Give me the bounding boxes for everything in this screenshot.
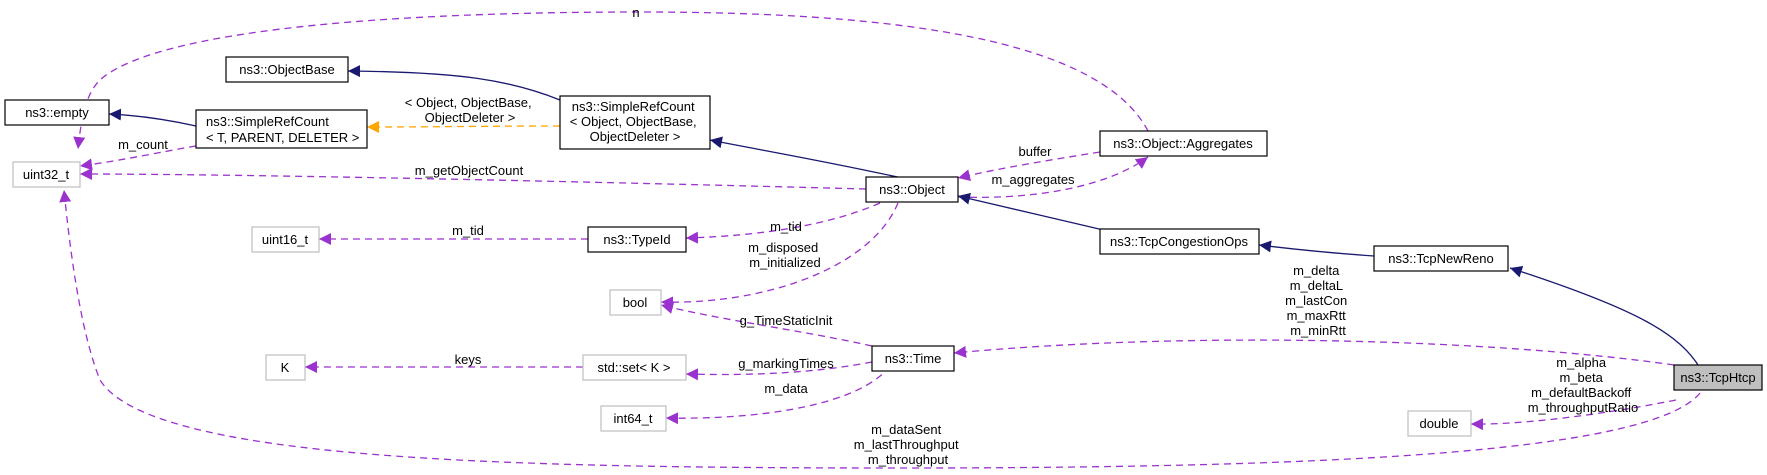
label-m_defaultBackoff: m_defaultBackoff xyxy=(1531,385,1632,400)
label-buffer: buffer xyxy=(1018,144,1052,159)
edge-m_getObjectCount xyxy=(79,168,867,190)
label-keys: keys xyxy=(455,352,482,367)
label-m_count: m_count xyxy=(118,137,168,152)
edge-m_aggregates xyxy=(957,156,1149,199)
label-m_initialized: m_initialized xyxy=(749,255,821,270)
edge-m_data xyxy=(665,365,891,425)
node-tcphtcp[interactable]: ns3::TcpHtcp xyxy=(1673,364,1763,391)
node-int64[interactable]: int64_t xyxy=(600,405,667,432)
edge-inherit-congops xyxy=(957,192,1113,233)
node-srct-line2: < T, PARENT, DELETER > xyxy=(206,130,359,145)
node-tcpcongestionops[interactable]: ns3::TcpCongestionOps xyxy=(1099,228,1260,255)
node-time-label: ns3::Time xyxy=(885,351,942,366)
edge-inherit-object-src xyxy=(709,136,903,179)
node-srco-line3: ObjectDeleter > xyxy=(590,129,681,144)
edge-inherit-empty xyxy=(108,108,197,127)
label-m_tid-uint16: m_tid xyxy=(452,223,484,238)
node-int64-label: int64_t xyxy=(613,411,652,426)
label-m_minRtt: m_minRtt xyxy=(1290,323,1346,338)
node-bool-label: bool xyxy=(623,295,648,310)
nodes: ns3::empty uint32_t ns3::ObjectBase ns3:… xyxy=(4,56,1763,437)
label-m_tid-typeid: m_tid xyxy=(770,219,802,234)
node-object-label: ns3::Object xyxy=(879,182,945,197)
node-ns3-empty-label: ns3::empty xyxy=(25,105,89,120)
node-uint16[interactable]: uint16_t xyxy=(251,226,320,253)
edge-g_markingTimes xyxy=(685,361,873,381)
node-objectbase[interactable]: ns3::ObjectBase xyxy=(225,56,349,83)
label-m_lastCon: m_lastCon xyxy=(1285,293,1347,308)
edge-template xyxy=(366,120,561,133)
node-simplerefcount-template[interactable]: ns3::SimpleRefCount < T, PARENT, DELETER… xyxy=(195,109,368,149)
node-stdset[interactable]: std::set< K > xyxy=(582,354,687,381)
label-m_throughputRatio: m_throughputRatio xyxy=(1528,400,1639,415)
edge-m_dataSent xyxy=(59,189,1701,469)
node-srco-line2: < Object, ObjectBase, xyxy=(570,114,697,129)
edge-m_disposed xyxy=(660,202,899,309)
node-newreno-label: ns3::TcpNewReno xyxy=(1388,251,1494,266)
edge-labels: n m_count < Object, ObjectBase, ObjectDe… xyxy=(118,5,1638,467)
label-template-line2: ObjectDeleter > xyxy=(425,110,516,125)
node-uint32-label: uint32_t xyxy=(23,167,70,182)
label-template-line1: < Object, ObjectBase, xyxy=(405,95,532,110)
edge-n xyxy=(73,11,1149,150)
node-congops-label: ns3::TcpCongestionOps xyxy=(1110,234,1249,249)
edges xyxy=(59,11,1701,469)
label-n: n xyxy=(632,5,639,20)
label-m_delta: m_delta xyxy=(1293,263,1340,278)
node-simplerefcount-object[interactable]: ns3::SimpleRefCount < Object, ObjectBase… xyxy=(559,95,711,150)
label-m_lastThroughput: m_lastThroughput xyxy=(854,437,959,452)
label-m_beta: m_beta xyxy=(1560,370,1604,385)
node-objectbase-label: ns3::ObjectBase xyxy=(239,62,334,77)
label-m_getObjectCount: m_getObjectCount xyxy=(415,163,524,178)
label-alpha: m_alpha m_beta m_defaultBackoff m_throug… xyxy=(1528,355,1639,415)
node-bool[interactable]: bool xyxy=(609,289,662,316)
label-m_aggregates: m_aggregates xyxy=(991,172,1075,187)
edge-inherit-htcp xyxy=(1509,265,1701,369)
node-srco-label: ns3::SimpleRefCount < Object, ObjectBase… xyxy=(570,99,700,144)
edge-m_alpha xyxy=(1470,399,1677,431)
node-htcp-label: ns3::TcpHtcp xyxy=(1680,370,1755,385)
node-k-label: K xyxy=(281,360,290,375)
node-double[interactable]: double xyxy=(1407,410,1472,437)
edge-buffer xyxy=(957,151,1101,182)
edge-inherit-newreno xyxy=(1258,240,1375,257)
label-m_maxRtt: m_maxRtt xyxy=(1287,308,1347,323)
node-srco-line1: ns3::SimpleRefCount xyxy=(572,99,695,114)
node-k[interactable]: K xyxy=(265,354,306,381)
label-m_data: m_data xyxy=(764,381,808,396)
node-typeid-label: ns3::TypeId xyxy=(603,232,670,247)
node-time[interactable]: ns3::Time xyxy=(871,345,955,372)
label-template-args: < Object, ObjectBase, ObjectDeleter > xyxy=(405,95,535,125)
node-aggregates[interactable]: ns3::Object::Aggregates xyxy=(1099,130,1268,157)
label-delta: m_delta m_deltaL m_lastCon m_maxRtt m_mi… xyxy=(1285,263,1351,338)
label-g_TimeStaticInit: g_TimeStaticInit xyxy=(740,313,833,328)
edge-g_TimeStaticInit xyxy=(660,302,873,347)
node-srct-label: ns3::SimpleRefCount < T, PARENT, DELETER… xyxy=(206,114,359,145)
edge-m_delta xyxy=(953,339,1675,366)
label-m_dataSent: m_dataSent xyxy=(871,422,941,437)
label-m_throughput: m_throughput xyxy=(868,452,949,467)
label-m_disposed: m_disposed xyxy=(748,240,818,255)
node-tcpnewreno[interactable]: ns3::TcpNewReno xyxy=(1373,245,1509,272)
node-uint32[interactable]: uint32_t xyxy=(12,161,81,188)
label-g_markingTimes: g_markingTimes xyxy=(738,356,834,371)
label-m_alpha: m_alpha xyxy=(1556,355,1607,370)
label-disposed: m_disposed m_initialized xyxy=(748,240,822,270)
label-dataSent: m_dataSent m_lastThroughput m_throughput xyxy=(854,422,962,467)
node-typeid[interactable]: ns3::TypeId xyxy=(587,226,687,253)
edge-m_tid-typeid xyxy=(685,202,881,244)
node-stdset-label: std::set< K > xyxy=(598,360,671,375)
node-aggregates-label: ns3::Object::Aggregates xyxy=(1113,136,1253,151)
node-object[interactable]: ns3::Object xyxy=(865,176,959,203)
node-double-label: double xyxy=(1419,416,1458,431)
node-uint16-label: uint16_t xyxy=(262,232,309,247)
edge-inherit-objectbase xyxy=(347,65,561,101)
label-m_deltaL: m_deltaL xyxy=(1290,278,1343,293)
node-ns3-empty[interactable]: ns3::empty xyxy=(4,99,110,126)
node-srct-line1: ns3::SimpleRefCount xyxy=(206,114,329,129)
